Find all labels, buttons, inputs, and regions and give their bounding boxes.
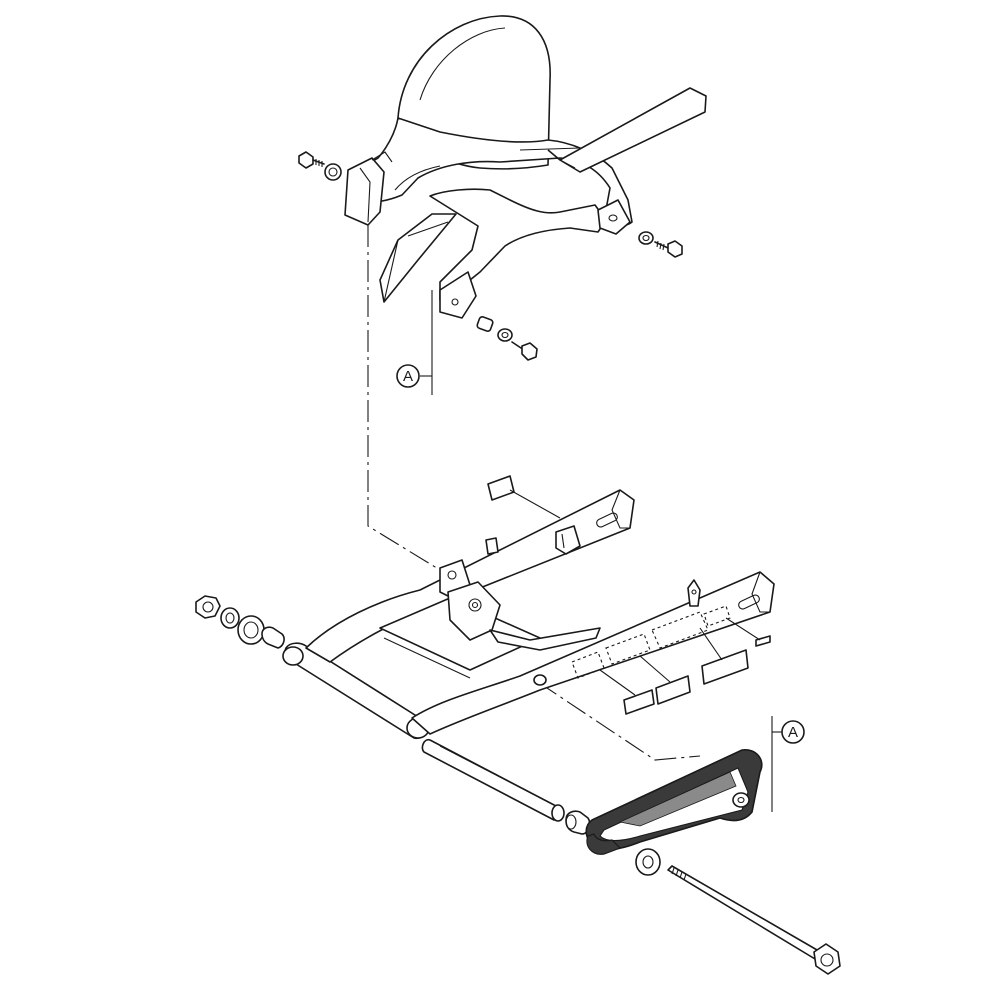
callout-label-bottom: A: [788, 724, 798, 741]
fender-lower-bolt-set: [476, 316, 538, 361]
assembly-line-fender-to-swingarm: [367, 225, 441, 571]
assembly-line-swingarm-to-guard: [537, 681, 701, 761]
pivot-hardware: [195, 595, 285, 649]
pivot-shaft: [421, 738, 591, 835]
rear-fender: [344, 15, 707, 319]
swingarm-decals: [571, 605, 771, 715]
callout-a-top: A: [396, 290, 433, 395]
callout-a-bottom: A: [771, 716, 805, 812]
callout-label-top: A: [403, 368, 413, 385]
fender-left-bolt-set: [298, 151, 342, 181]
chain-guard-bolt: [635, 848, 841, 975]
fender-right-bolt-set: [638, 231, 683, 258]
chain-guard: [585, 749, 763, 855]
label-plate-top: [487, 475, 515, 501]
swingarm: [282, 489, 775, 740]
